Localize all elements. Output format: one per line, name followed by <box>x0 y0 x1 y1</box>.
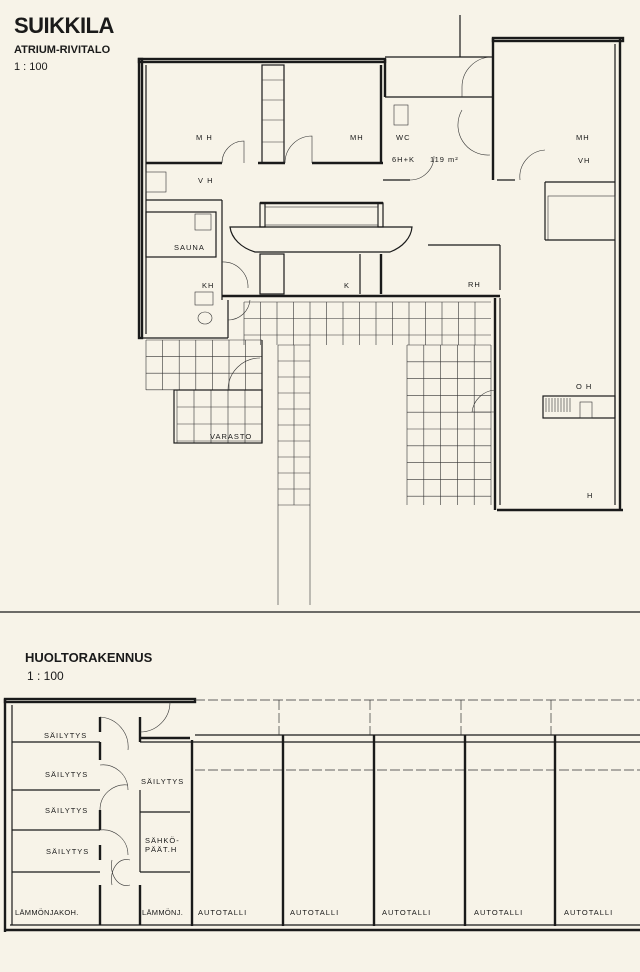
service-building-scale: 1 : 100 <box>27 669 64 683</box>
garage-label: AUTOTALLI <box>474 908 523 917</box>
room-label-h: H <box>587 491 593 500</box>
storage-right-label: SÄILYTYS <box>141 777 184 786</box>
room-label-mh3: MH <box>576 133 590 142</box>
garage-label: AUTOTALLI <box>290 908 339 917</box>
electric-room-label: SÄHKÖ- <box>145 836 180 845</box>
room-label-vh1: V H <box>198 176 214 185</box>
storage-label: SÄILYTYS <box>45 770 88 779</box>
room-label-k: K <box>344 281 350 290</box>
heat-distribution-label: LÄMMÖNJAKOH. <box>15 908 79 917</box>
storage-label: SÄILYTYS <box>45 806 88 815</box>
service-building-title: HUOLTORAKENNUS <box>25 650 153 665</box>
room-label-vh2: VH <box>578 156 590 165</box>
area-label: 119 m² <box>430 155 459 164</box>
stair-treads <box>545 398 571 412</box>
room-label-wc: WC <box>396 133 411 142</box>
room-label-rh: RH <box>468 280 481 289</box>
house-walls <box>137 15 625 605</box>
atrium-tiles <box>145 301 492 506</box>
plan-subtitle: ATRIUM-RIVITALO <box>14 44 111 56</box>
heat-distribution-short-label: LÄMMÖNJ. <box>142 908 183 917</box>
service-building-walls <box>3 697 640 932</box>
storage-label: SÄILYTYS <box>46 847 89 856</box>
electric-room-label: PÄÄT.H <box>145 845 177 854</box>
room-label-varasto: VARASTO <box>210 432 252 441</box>
room-label-sauna: SAUNA <box>174 243 205 252</box>
room-label-oh: O H <box>576 382 592 391</box>
room-label-mh2: MH <box>350 133 364 142</box>
room-label-mh1: M H <box>196 133 213 142</box>
plan-title: SUIKKILA <box>14 13 114 38</box>
storage-label: SÄILYTYS <box>44 731 87 740</box>
garage-label: AUTOTALLI <box>382 908 431 917</box>
room-label-kh: KH <box>202 281 214 290</box>
garage-dividers <box>278 700 557 926</box>
plan-scale: 1 : 100 <box>14 61 48 73</box>
garage-label: AUTOTALLI <box>564 908 613 917</box>
size-label: 6H+K <box>392 155 415 164</box>
garage-label: AUTOTALLI <box>198 908 247 917</box>
